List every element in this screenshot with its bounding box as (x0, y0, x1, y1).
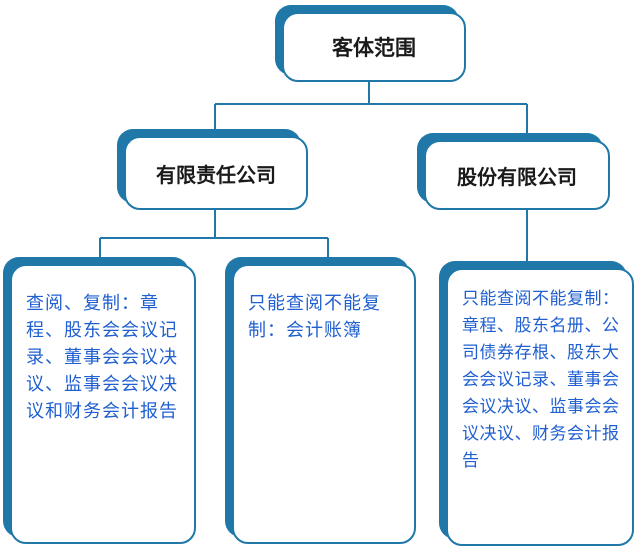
leaf-text-1: 查阅、复制：章程、股东会会议记录、董事会会议决议、监事会会议决议和财务会计报告 (26, 293, 178, 422)
branch-node-joint-stock: 股份有限公司 (424, 140, 610, 210)
leaf-node-limited-liability-accounts: 只能查阅不能复制：会计账簿 (232, 264, 416, 544)
leaf-text-3: 只能查阅不能复制：章程、股东名册、公司债券存根、股东大会会议记录、董事会会议决议… (462, 289, 620, 471)
branch-label-limited-liability: 有限责任公司 (156, 162, 276, 187)
branch-label-joint-stock: 股份有限公司 (457, 164, 577, 189)
leaf-node-limited-liability-rights: 查阅、复制：章程、股东会会议记录、董事会会议决议、监事会会议决议和财务会计报告 (10, 264, 196, 544)
leaf-text-2: 只能查阅不能复制：会计账簿 (248, 293, 381, 341)
leaf-node-joint-stock-rights: 只能查阅不能复制：章程、股东名册、公司债券存根、股东大会会议记录、董事会会议决议… (446, 268, 634, 546)
root-node: 客体范围 (282, 12, 466, 82)
root-label: 客体范围 (332, 36, 416, 60)
branch-node-limited-liability: 有限责任公司 (124, 136, 308, 210)
